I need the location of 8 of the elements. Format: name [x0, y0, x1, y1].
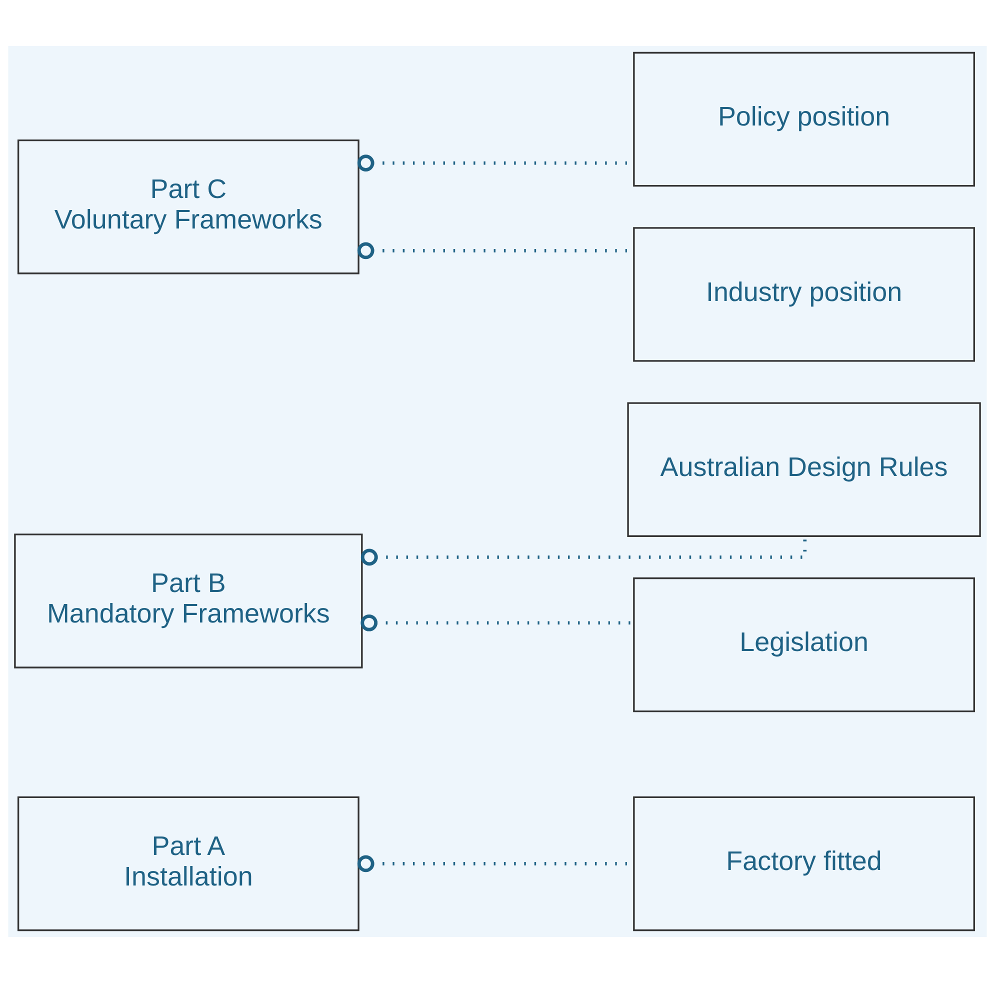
node-box: Factory fitted — [633, 796, 975, 932]
node-box: Legislation — [633, 577, 975, 712]
node-box: Part C Voluntary Frameworks — [17, 139, 360, 274]
node-box: Industry position — [633, 227, 975, 362]
node-box: Policy position — [633, 52, 975, 187]
node-box: Australian Design Rules — [627, 402, 981, 537]
node-box: Part B Mandatory Frameworks — [14, 534, 363, 668]
node-box: Part A Installation — [17, 796, 360, 932]
